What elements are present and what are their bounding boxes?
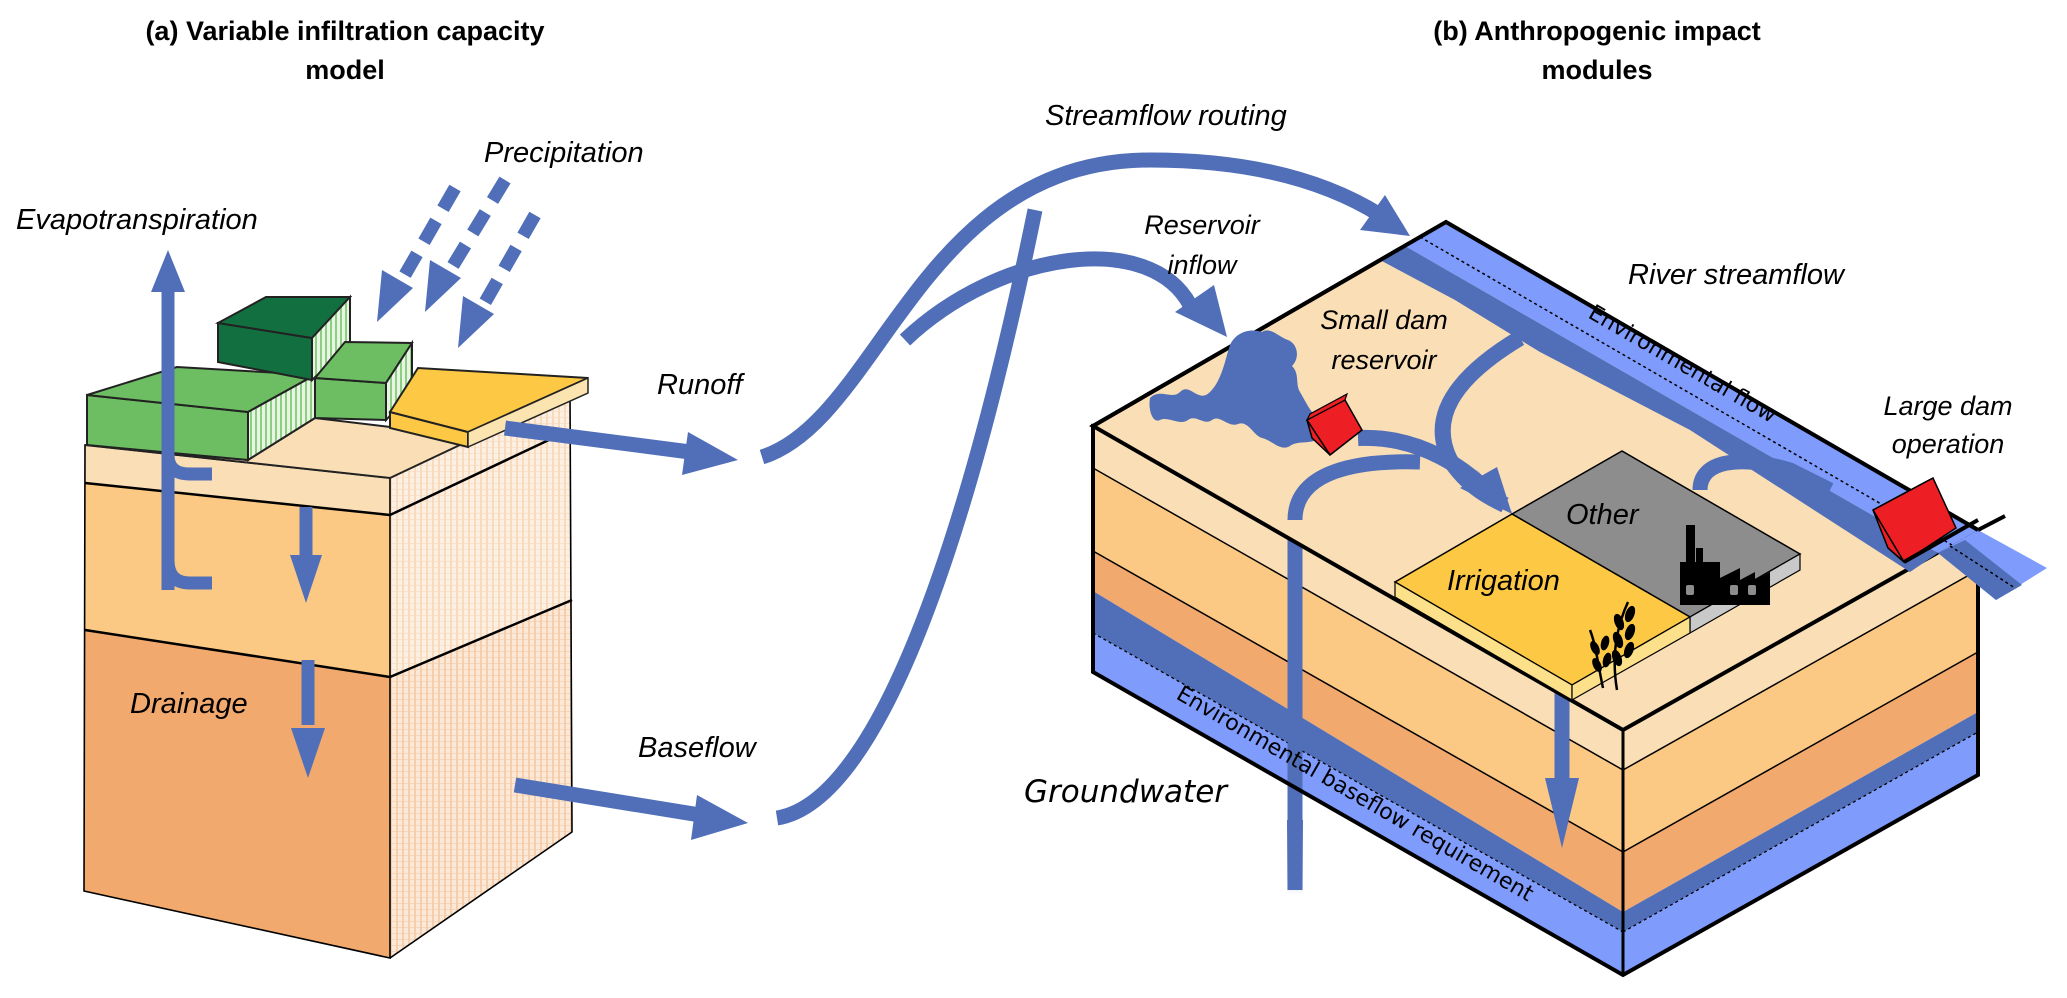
groundwater-supply-flow xyxy=(1287,454,1421,521)
river-channel xyxy=(1380,222,2047,600)
small-dam-icon xyxy=(1305,392,1363,457)
other-return-flow xyxy=(1692,454,1834,497)
runoff-arrow xyxy=(504,420,691,460)
reservoir-inflow-arrowhead xyxy=(1175,285,1227,337)
label-river-streamflow: River streamflow xyxy=(1628,259,1846,291)
label-groundwater: Groundwater xyxy=(1024,774,1229,810)
right-face-baseflow-band xyxy=(1623,732,1978,975)
reservoir-inflow-curve xyxy=(899,251,1197,346)
vegetation-tile-medium xyxy=(312,339,414,423)
irrigation-recharge-arrowhead xyxy=(1545,778,1579,848)
label-drainage: Drainage xyxy=(130,688,248,720)
irrigation-supply-arrowhead xyxy=(1460,467,1512,514)
label-runoff: Runoff xyxy=(657,369,745,401)
landscape-block xyxy=(1088,219,2047,978)
bare-soil-tile xyxy=(388,366,589,449)
label-irrigation: Irrigation xyxy=(1447,565,1560,597)
vic-soil-column xyxy=(83,176,589,959)
right-face-groundwater-band xyxy=(1623,712,1978,932)
large-dam-icon xyxy=(1871,476,1979,564)
baseflow-arrowhead xyxy=(691,795,748,840)
label-other: Other xyxy=(1566,499,1640,531)
label-small-dam-line1: Small dam xyxy=(1320,305,1448,335)
panel-a-title-line1: (a) Variable infiltration capacity xyxy=(145,16,544,46)
streamflow-routing-arrowhead xyxy=(1360,195,1410,236)
evapotranspiration-arrowhead xyxy=(151,250,185,292)
soil-layer-2 xyxy=(85,483,390,677)
label-baseflow: Baseflow xyxy=(638,732,758,764)
et-branch-upper xyxy=(161,454,212,481)
right-face-layer-2 xyxy=(1623,570,1978,852)
soil-column-side-deep xyxy=(390,600,572,958)
et-branch-lower xyxy=(161,559,212,590)
panel-b-title-line2: modules xyxy=(1541,55,1652,85)
baseflow-routing-curve xyxy=(775,208,1043,826)
groundwater-fade xyxy=(1287,820,1303,895)
label-reservoir-inflow-line1: Reservoir xyxy=(1144,210,1261,240)
runoff-arrowhead xyxy=(682,432,738,475)
panel-a-title-line2: model xyxy=(305,55,385,85)
label-precipitation: Precipitation xyxy=(484,137,644,169)
left-face-baseflow-band xyxy=(1093,633,1623,975)
right-face-layer-3 xyxy=(1623,652,1978,912)
label-large-dam-line1: Large dam xyxy=(1883,391,2012,421)
routing-curves xyxy=(759,152,1410,826)
drainage-arrowhead xyxy=(291,728,325,778)
left-face-layer-3 xyxy=(1093,551,1623,912)
factory-icon xyxy=(1680,525,1770,605)
infiltration-arrowhead xyxy=(290,555,322,603)
streamflow-routing-curve xyxy=(759,152,1384,465)
label-small-dam-line2: reservoir xyxy=(1331,345,1437,375)
label-reservoir-inflow-line2: inflow xyxy=(1167,250,1238,280)
reservoir-lake-icon xyxy=(1149,330,1320,448)
label-streamflow-routing: Streamflow routing xyxy=(1045,100,1287,132)
wheat-icon xyxy=(1588,601,1636,691)
left-face-groundwater-band xyxy=(1093,591,1623,932)
panel-b-title-line1: (b) Anthropogenic impact xyxy=(1433,16,1760,46)
precipitation-arrows xyxy=(377,176,541,348)
soil-layer-3 xyxy=(84,630,390,958)
label-evapotranspiration: Evapotranspiration xyxy=(16,204,258,236)
label-large-dam-line2: operation xyxy=(1892,429,2005,459)
left-face-layer-1 xyxy=(1093,426,1623,770)
baseflow-arrow xyxy=(513,777,702,823)
left-face-layer-2 xyxy=(1093,468,1623,852)
vegetation-tile-dark xyxy=(214,294,353,383)
soil-layer-1 xyxy=(85,445,390,515)
right-face-layer-1 xyxy=(1623,530,1978,770)
